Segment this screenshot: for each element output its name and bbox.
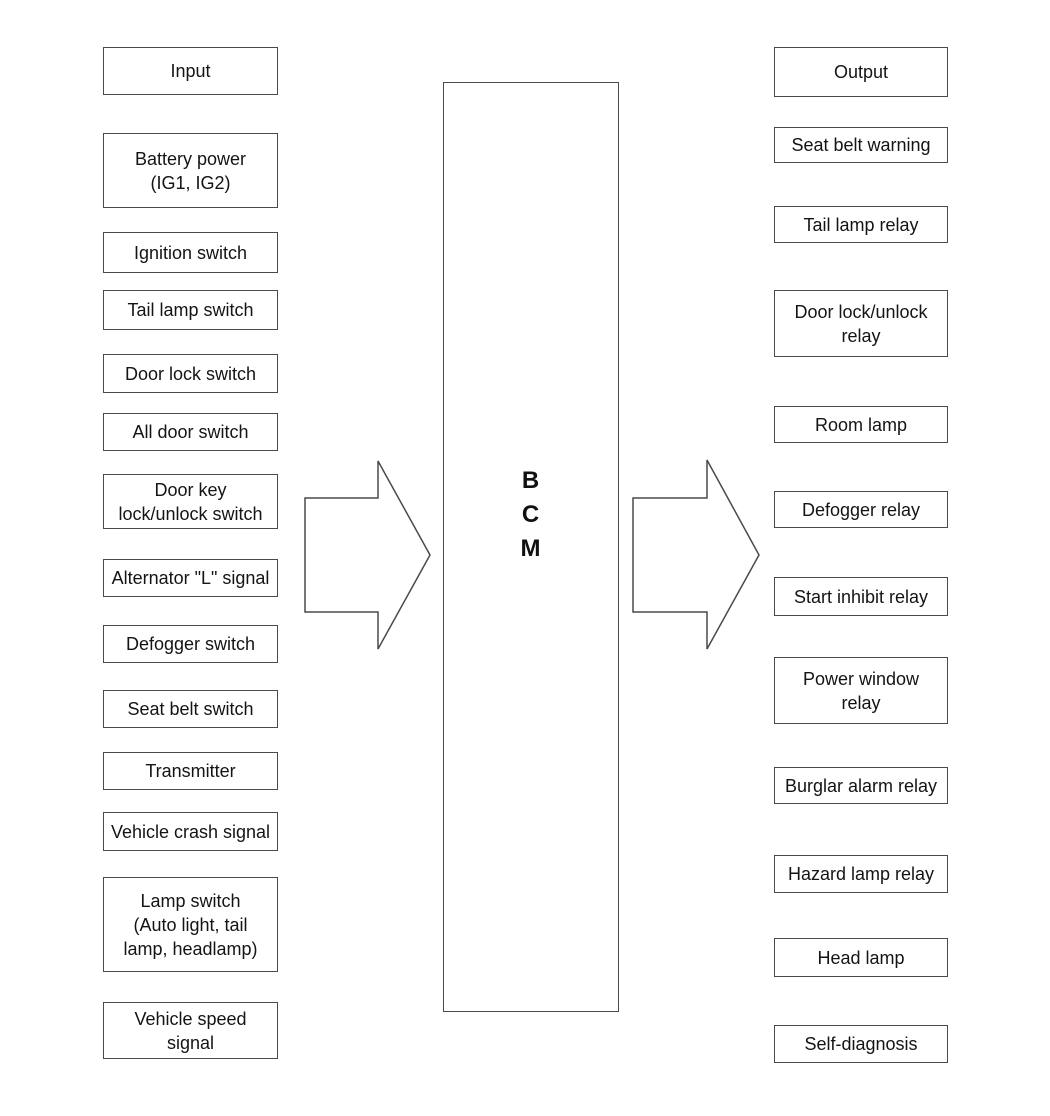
output-box-label: Start inhibit relay [793,586,929,607]
input-box-ignition-switch: Ignition switch [103,232,278,273]
output-box-room-lamp: Room lamp [774,406,948,443]
input-box-seat-belt-switch: Seat belt switch [103,690,278,728]
input-box-battery-power: Battery power (IG1, IG2) [103,133,278,208]
input-box-label: Tail lamp switch [127,300,254,320]
output-box-label: Door lock/unlock relay [794,301,928,346]
output-box-label: Defogger relay [801,499,921,520]
output-box-label: Tail lamp relay [803,214,919,235]
input-box-label: All door switch [132,422,249,442]
input-box-door-key-lock-unlock-switch: Door key lock/unlock switch [103,474,278,529]
bcm-label: B C M [520,467,542,562]
input-box-transmitter: Transmitter [103,752,278,790]
output-box-hazard-lamp-relay: Hazard lamp relay [774,855,948,893]
output-box-tail-lamp-relay: Tail lamp relay [774,206,948,243]
output-box-burglar-alarm-relay: Burglar alarm relay [774,767,948,804]
input-box-label: Transmitter [145,761,236,781]
input-box-vehicle-crash-signal: Vehicle crash signal [103,812,278,851]
input-box-label: Vehicle speed signal [134,1008,247,1053]
input-box-label: Lamp switch (Auto light, tail lamp, head… [123,890,258,959]
output-box-power-window-relay: Power window relay [774,657,948,724]
output-box-start-inhibit-relay: Start inhibit relay [774,577,948,616]
input-header-box: Input [103,47,278,95]
input-box-label: Battery power (IG1, IG2) [134,148,247,193]
bcm-box [443,82,619,1012]
output-box-label: Head lamp [817,947,905,968]
input-box-alternator-l-signal: Alternator "L" signal [103,559,278,597]
output-box-label: Seat belt warning [791,135,931,155]
output-box-label: Burglar alarm relay [784,775,938,796]
output-box-label: Hazard lamp relay [787,864,935,884]
output-box-seat-belt-warning: Seat belt warning [774,127,948,163]
output-box-door-lock-unlock-relay: Door lock/unlock relay [774,290,948,357]
input-box-label: Door key lock/unlock switch [118,479,263,524]
output-box-defogger-relay: Defogger relay [774,491,948,528]
input-box-label: Defogger switch [125,634,256,654]
output-box-head-lamp: Head lamp [774,938,948,977]
input-box-vehicle-speed-signal: Vehicle speed signal [103,1002,278,1059]
input-flow-arrow-icon [304,460,431,650]
input-box-lamp-switch: Lamp switch (Auto light, tail lamp, head… [103,877,278,972]
input-box-label: Alternator "L" signal [111,568,270,588]
input-box-all-door-switch: All door switch [103,413,278,451]
input-box-label: Door lock switch [124,363,257,384]
output-header-label: Output [833,62,889,82]
input-box-label: Seat belt switch [127,699,254,719]
input-box-tail-lamp-switch: Tail lamp switch [103,290,278,330]
input-box-label: Vehicle crash signal [110,821,271,842]
output-box-label: Power window relay [802,668,920,713]
input-header-label: Input [170,61,211,81]
input-box-defogger-switch: Defogger switch [103,625,278,663]
output-flow-arrow-icon [632,459,760,650]
output-box-label: Self-diagnosis [804,1034,918,1054]
output-box-self-diagnosis: Self-diagnosis [774,1025,948,1063]
input-box-door-lock-switch: Door lock switch [103,354,278,393]
output-box-label: Room lamp [814,414,908,435]
input-box-label: Ignition switch [133,242,248,263]
output-header-box: Output [774,47,948,97]
